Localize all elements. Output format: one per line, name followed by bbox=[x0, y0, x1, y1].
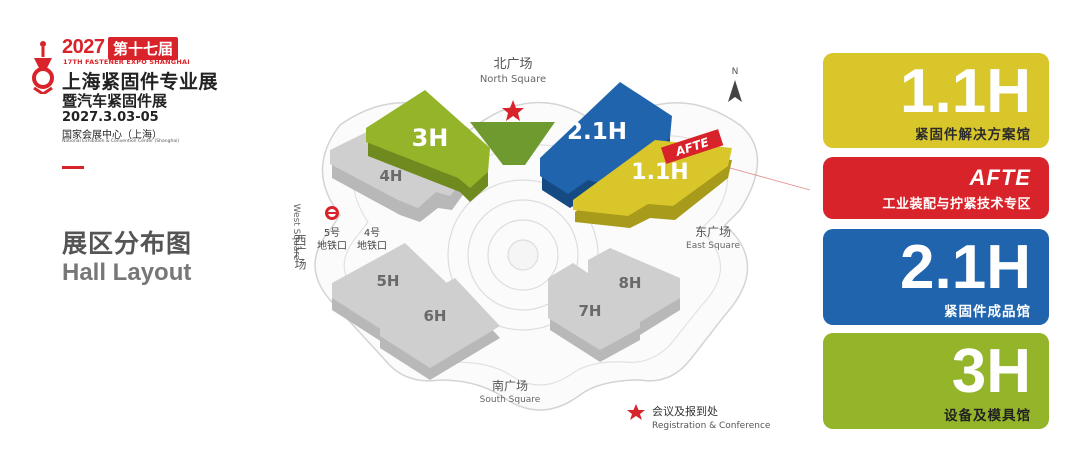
west-square-en: West Square bbox=[291, 204, 301, 261]
brand-title: 上海紧固件专业展 bbox=[62, 71, 219, 93]
legend-desc: 紧固件解决方案馆 bbox=[915, 127, 1031, 143]
brand-dates: 2027.3.03-05 bbox=[62, 110, 159, 125]
legend-card-afte: AFTE 工业装配与拧紧技术专区 bbox=[823, 157, 1049, 219]
hall-label-11h: 1.1H bbox=[631, 160, 688, 185]
expo-logo-icon bbox=[32, 41, 54, 94]
west-square-zh: 西广场 bbox=[293, 234, 307, 270]
legend-desc: 设备及模具馆 bbox=[944, 408, 1031, 424]
legend-code: 1.1H bbox=[900, 57, 1031, 126]
hall-label-4h: 4H bbox=[380, 167, 403, 185]
brand-edition-badge: 第十七届 bbox=[108, 37, 179, 60]
svg-text:N: N bbox=[732, 67, 739, 77]
hall-5h-block bbox=[332, 243, 452, 342]
north-square-en: North Square bbox=[480, 74, 546, 85]
registration-star-icon bbox=[502, 100, 524, 121]
brand-subtitle: 暨汽车紧固件展 bbox=[62, 92, 168, 110]
afte-tag bbox=[660, 129, 724, 164]
south-square-zh: 南广场 bbox=[492, 378, 528, 393]
hall-21h-block bbox=[540, 82, 672, 208]
hall-label-3h: 3H bbox=[412, 124, 449, 152]
section-title-zh: 展区分布图 bbox=[62, 229, 193, 258]
legend-star-icon bbox=[627, 404, 645, 420]
metro5-label: 5号 bbox=[324, 227, 340, 239]
brand-venue-en: National Exhibition & Convention Center … bbox=[62, 139, 180, 144]
legend-desc: 紧固件成品馆 bbox=[944, 304, 1031, 320]
hall-label-5h: 5H bbox=[377, 272, 400, 290]
section-title-en: Hall Layout bbox=[62, 259, 192, 286]
hall-6h-block bbox=[380, 278, 500, 380]
metro-icon bbox=[325, 206, 339, 220]
hall-label-8h: 8H bbox=[619, 274, 642, 292]
east-square-en: East Square bbox=[686, 241, 740, 251]
brand-venue: 国家会展中心（上海） bbox=[62, 130, 162, 141]
hall-map: 3H 4H 2.1H 1.1H AFTE 5H 6H 7H 8H 北广场 Nor… bbox=[291, 57, 810, 431]
metro4-label: 4号 bbox=[364, 227, 380, 239]
south-square-en: South Square bbox=[480, 395, 541, 405]
brand-year: 2027 bbox=[62, 36, 105, 58]
legend-desc: 工业装配与拧紧技术专区 bbox=[882, 197, 1031, 212]
legend-card-3h: 3H 设备及模具馆 bbox=[823, 333, 1049, 429]
afte-connector-line bbox=[729, 167, 810, 191]
brand-expo-en: 17TH FASTENER EXPO SHANGHAI bbox=[63, 58, 190, 66]
north-funnel bbox=[470, 122, 555, 165]
registration-en: Registration & Conference bbox=[652, 421, 771, 431]
east-square-zh: 东广场 bbox=[695, 225, 731, 239]
compass-icon: N bbox=[728, 67, 742, 102]
metro4-label-b: 地铁口 bbox=[357, 239, 387, 252]
hall-label-7h: 7H bbox=[579, 302, 602, 320]
hall-11h-block bbox=[573, 140, 732, 228]
divider bbox=[62, 166, 84, 169]
legend-card-21h: 2.1H 紧固件成品馆 bbox=[823, 229, 1049, 325]
north-square-zh: 北广场 bbox=[493, 57, 532, 72]
legend-code: 3H bbox=[951, 337, 1031, 406]
legend-card-11h: 1.1H 紧固件解决方案馆 bbox=[823, 53, 1049, 148]
registration-zh: 会议及报到处 bbox=[652, 404, 718, 418]
hall-label-6h: 6H bbox=[424, 307, 447, 325]
hall-label-21h: 2.1H bbox=[567, 119, 627, 145]
metro5-label-b: 地铁口 bbox=[317, 239, 347, 252]
hall-3h-block bbox=[366, 90, 490, 202]
legend-code: 2.1H bbox=[900, 233, 1031, 302]
afte-logo: AFTE bbox=[969, 165, 1031, 190]
hall-7h-block bbox=[548, 263, 640, 362]
